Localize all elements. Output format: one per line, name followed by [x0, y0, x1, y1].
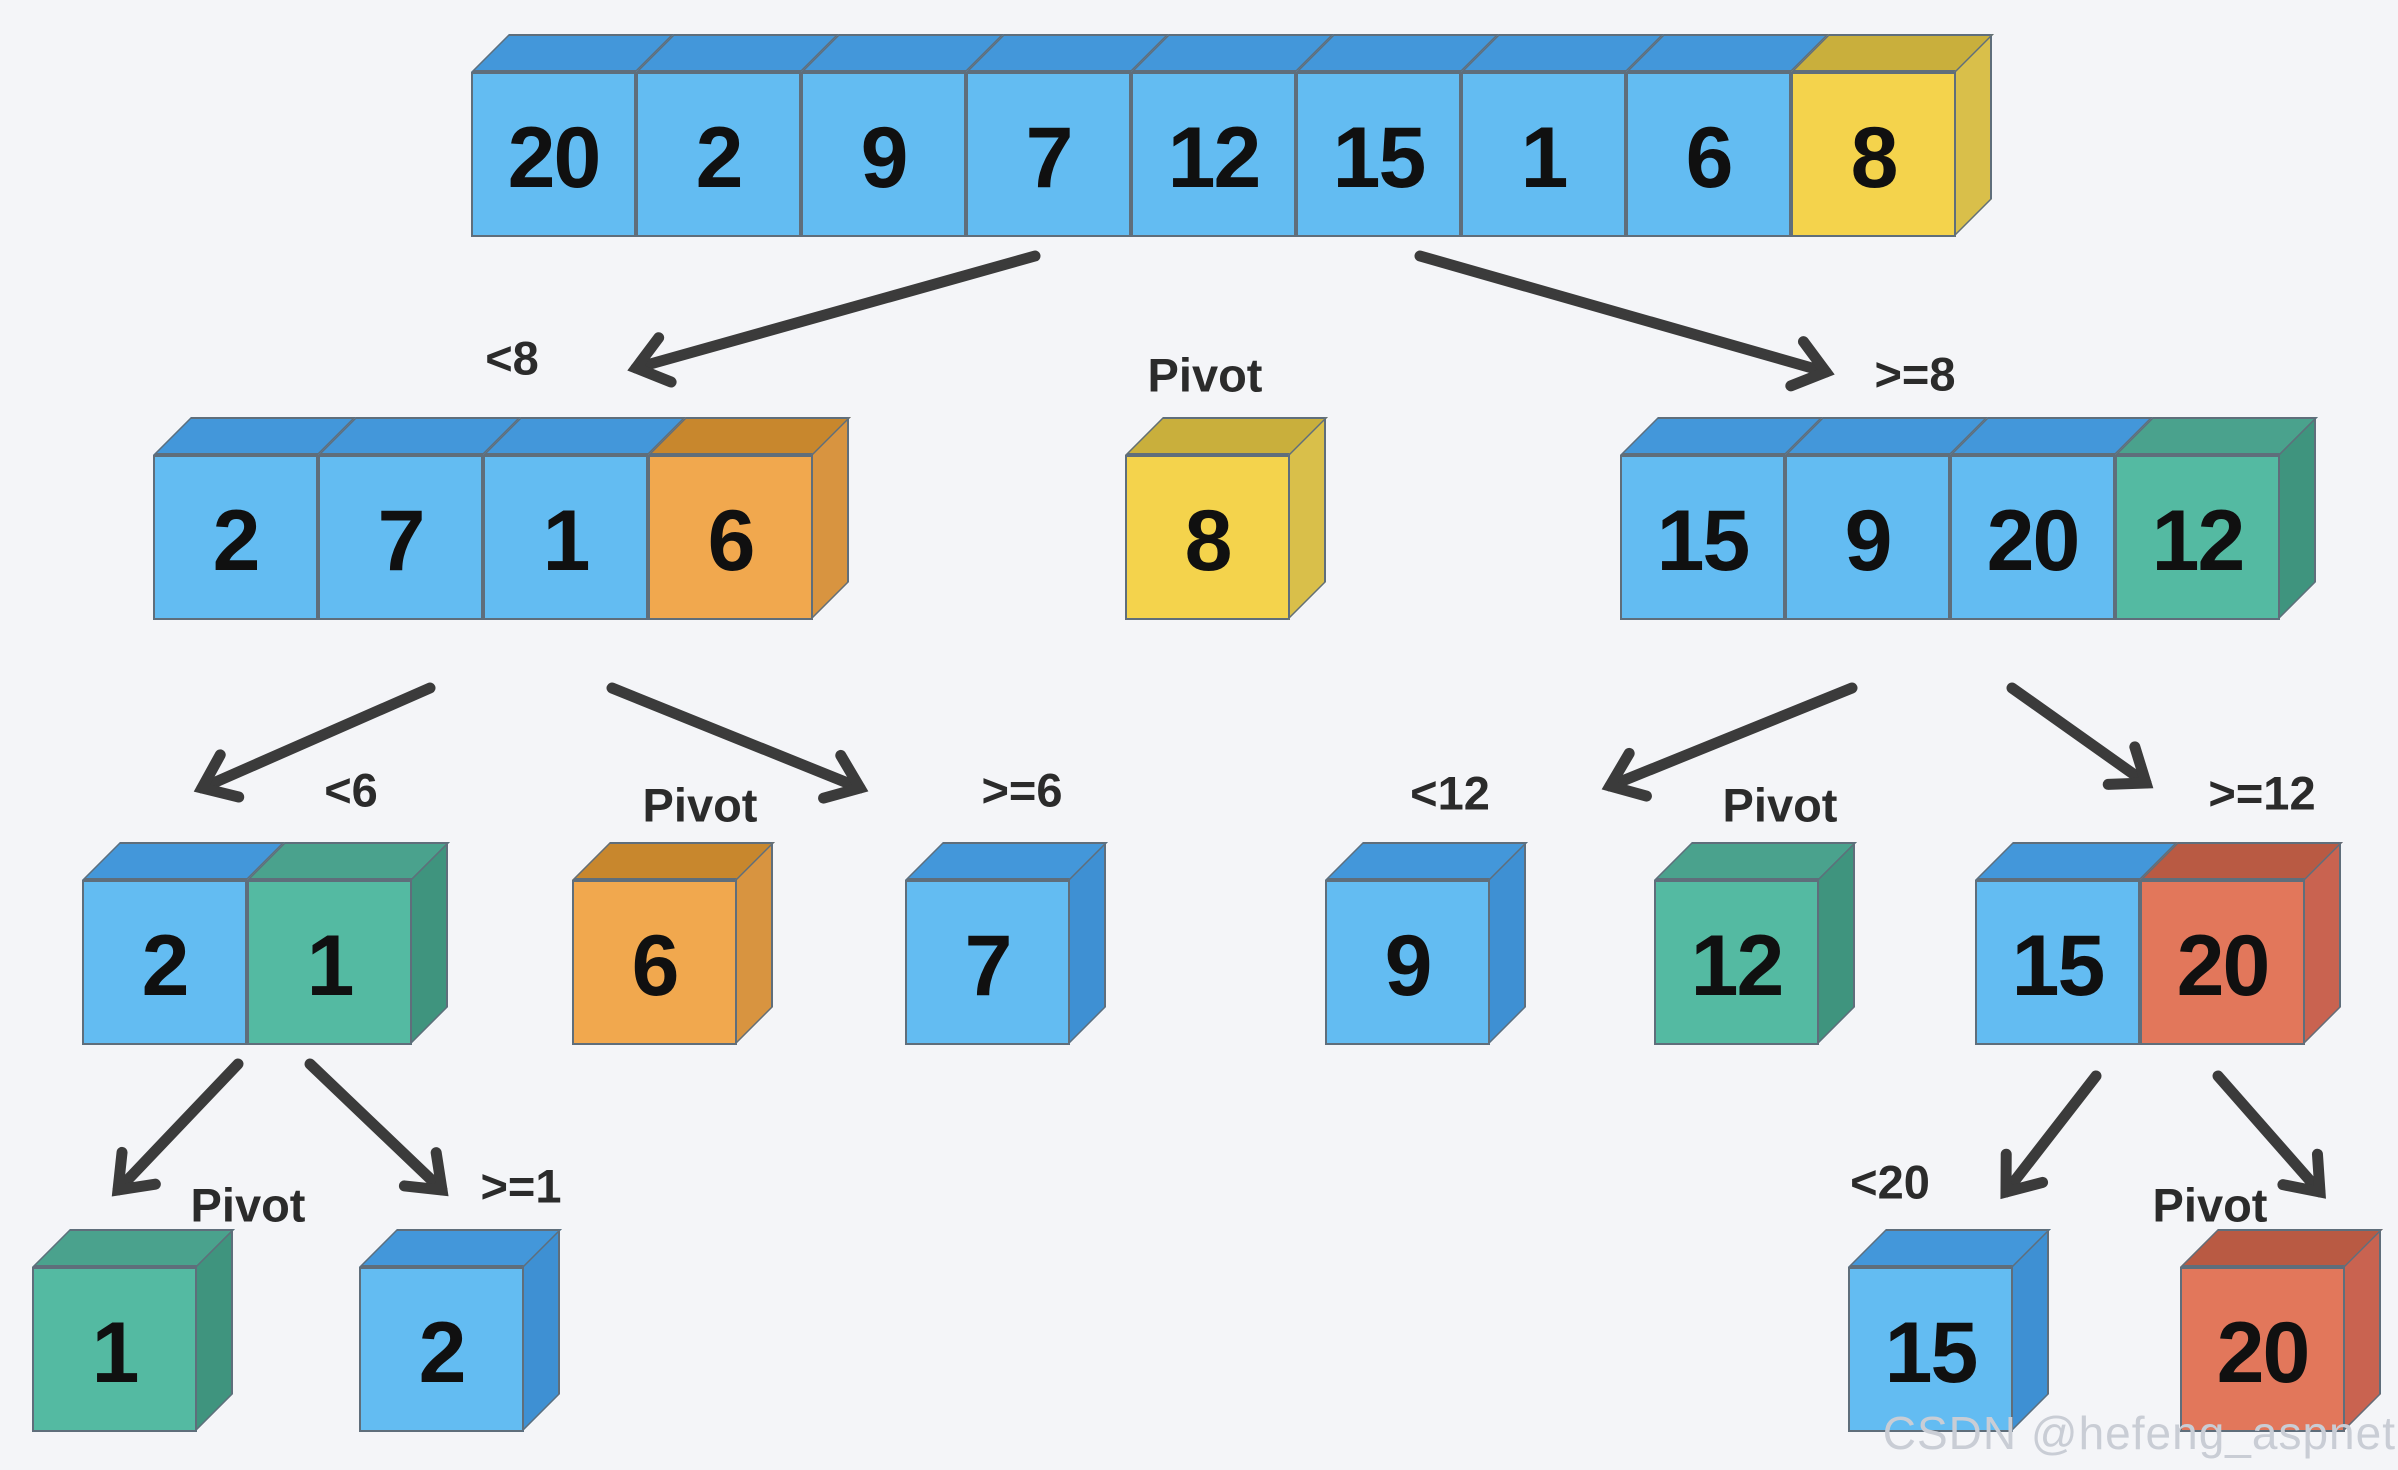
- block-value: 9: [860, 109, 909, 206]
- partition-condition-label: >=1: [480, 1159, 562, 1213]
- block-value: 1: [1520, 109, 1569, 206]
- block-value: 7: [377, 492, 426, 589]
- pivot-label: Pivot: [1722, 778, 1838, 832]
- block-value: 2: [212, 492, 261, 589]
- block-value: 6: [707, 492, 756, 589]
- block-value: 1: [542, 492, 591, 589]
- block-value: 2: [141, 917, 190, 1014]
- partition-condition-label: >=8: [1874, 347, 1956, 401]
- array-greater-equal-8-block-20: 20: [1950, 455, 2115, 620]
- pivot-12-cube-block-12: 12: [1654, 880, 1819, 1045]
- array-greater-equal-8-block-9: 9: [1785, 455, 1950, 620]
- partition-arrow: [304, 1058, 449, 1197]
- block-value: 12: [1167, 109, 1262, 206]
- array-less-than-8-block-1: 1: [483, 455, 648, 620]
- partition-arrow: [606, 682, 869, 804]
- partition-condition-label: >=12: [2208, 766, 2316, 820]
- array-root-block-2: 2: [636, 72, 801, 237]
- block-value: 20: [2216, 1304, 2311, 1401]
- partition-condition-label: <12: [1410, 766, 1490, 820]
- partition-arrow: [1414, 250, 1835, 392]
- pivot-20-cube-block-20: 20: [2180, 1267, 2345, 1432]
- array-root-block-8: 8: [1791, 72, 1956, 237]
- partition-arrow: [627, 250, 1041, 388]
- array-root-block-6: 6: [1626, 72, 1791, 237]
- array-less-than-20-block-15: 15: [1848, 1267, 2013, 1432]
- block-value: 15: [1884, 1304, 1979, 1401]
- block-value: 8: [1850, 109, 1899, 206]
- block-value: 6: [631, 917, 680, 1014]
- partition-condition-label: <6: [324, 763, 378, 817]
- array-root-block-7: 7: [966, 72, 1131, 237]
- array-greater-equal-6-block-7: 7: [905, 880, 1070, 1045]
- array-root-block-12: 12: [1131, 72, 1296, 237]
- array-less-than-12-block-9: 9: [1325, 880, 1490, 1045]
- partition-arrow: [193, 682, 436, 803]
- block-value: 9: [1844, 492, 1893, 589]
- partition-arrow: [1601, 682, 1858, 802]
- pivot-label: Pivot: [190, 1178, 306, 1232]
- pivot-8-cube-block-8: 8: [1125, 455, 1290, 620]
- block-value: 9: [1384, 917, 1433, 1014]
- partition-condition-label: <20: [1850, 1155, 1930, 1209]
- block-value: 12: [1690, 917, 1785, 1014]
- array-greater-equal-12-block-15: 15: [1975, 880, 2140, 1045]
- block-value: 15: [1656, 492, 1751, 589]
- block-value: 20: [1986, 492, 2081, 589]
- watermark: CSDN @hefeng_aspnet: [1882, 1407, 2396, 1459]
- block-value: 2: [418, 1304, 467, 1401]
- pivot-label: Pivot: [642, 778, 758, 832]
- partition-condition-label: <8: [485, 331, 539, 385]
- array-root-block-9: 9: [801, 72, 966, 237]
- block-value: 7: [964, 917, 1013, 1014]
- array-less-than-6-block-2: 2: [82, 880, 247, 1045]
- block-value: 6: [1685, 109, 1734, 206]
- array-root-block-1: 1: [1461, 72, 1626, 237]
- block-value: 20: [2176, 917, 2271, 1014]
- array-root-block-20: 20: [471, 72, 636, 237]
- block-value: 20: [507, 109, 602, 206]
- array-greater-equal-12-block-20: 20: [2140, 880, 2305, 1045]
- partition-arrow: [2006, 682, 2154, 790]
- array-greater-equal-1-block-2: 2: [359, 1267, 524, 1432]
- block-value: 15: [1332, 109, 1427, 206]
- block-value: 1: [91, 1304, 140, 1401]
- pivot-label: Pivot: [2152, 1178, 2268, 1232]
- array-root-block-15: 15: [1296, 72, 1461, 237]
- array-less-than-8-block-2: 2: [153, 455, 318, 620]
- pivot-1-cube-block-1: 1: [32, 1267, 197, 1432]
- array-less-than-8-block-7: 7: [318, 455, 483, 620]
- partition-condition-label: >=6: [981, 763, 1063, 817]
- partition-arrow: [2212, 1070, 2326, 1199]
- array-greater-equal-8-block-12: 12: [2115, 455, 2280, 620]
- array-greater-equal-8-block-15: 15: [1620, 455, 1785, 620]
- block-value: 7: [1025, 109, 1074, 206]
- array-less-than-8-block-6: 6: [648, 455, 813, 620]
- pivot-label: Pivot: [1147, 348, 1263, 402]
- block-value: 8: [1184, 492, 1233, 589]
- block-value: 1: [306, 917, 355, 1014]
- block-value: 2: [695, 109, 744, 206]
- pivot-6-cube-block-6: 6: [572, 880, 737, 1045]
- partition-arrow: [111, 1058, 244, 1197]
- block-value: 12: [2151, 492, 2246, 589]
- block-value: 15: [2011, 917, 2106, 1014]
- partition-arrow: [2000, 1070, 2102, 1200]
- array-less-than-6-block-1: 1: [247, 880, 412, 1045]
